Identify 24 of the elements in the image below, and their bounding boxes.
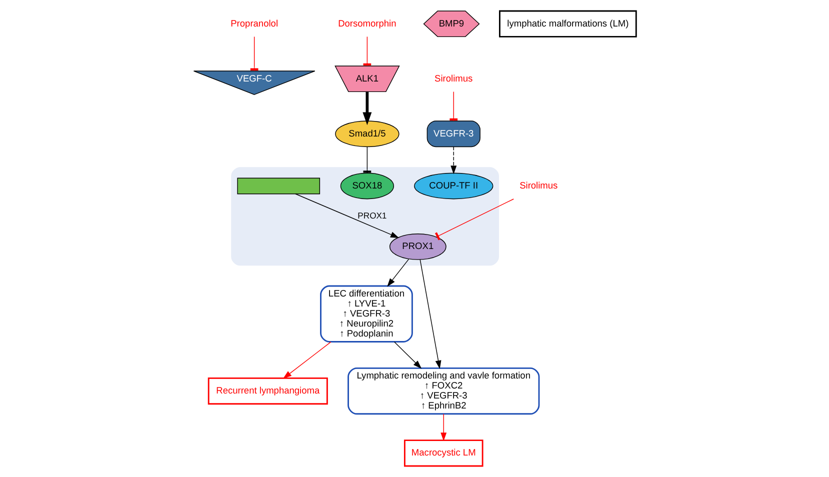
node-box: LEC differentiation ↑ LYVE-1 ↑ VEGFR-3 ↑ Neuropilin2 ↑ Podoplanin bbox=[320, 285, 412, 342]
node-text: Sirolimus bbox=[434, 73, 472, 84]
node-box: Macrocystic LM bbox=[403, 440, 483, 467]
node-box: Lymphatic remodeling and vavle formation ↑ FOXC2 ↑ VEGFR-3 ↑ EphrinB2 bbox=[347, 367, 540, 415]
node-text: Propranolol bbox=[230, 18, 278, 28]
arrow bbox=[362, 92, 372, 126]
connector bbox=[434, 198, 514, 240]
node-text: Dorsomorphin bbox=[338, 18, 396, 28]
node-ellipse: Smad1/5 bbox=[334, 120, 399, 148]
edge-label: PROX1 bbox=[357, 210, 386, 221]
node-box: Recurrent lymphangioma bbox=[207, 377, 328, 405]
node-ellipse: SOX18 bbox=[340, 172, 394, 200]
arrow bbox=[419, 259, 441, 370]
node-box: VEGFR-3 bbox=[426, 120, 480, 148]
node-box: lymphatic malformations (LM) bbox=[498, 10, 636, 38]
arrow bbox=[440, 414, 446, 442]
arrow bbox=[294, 194, 399, 238]
arrow bbox=[282, 342, 331, 379]
node-ellipse: COUP-TF II bbox=[414, 172, 493, 200]
node-text: Sirolimus bbox=[519, 180, 558, 190]
arrow bbox=[386, 258, 409, 287]
node-box bbox=[236, 178, 320, 194]
arrow bbox=[393, 342, 422, 369]
arrow bbox=[450, 146, 456, 174]
